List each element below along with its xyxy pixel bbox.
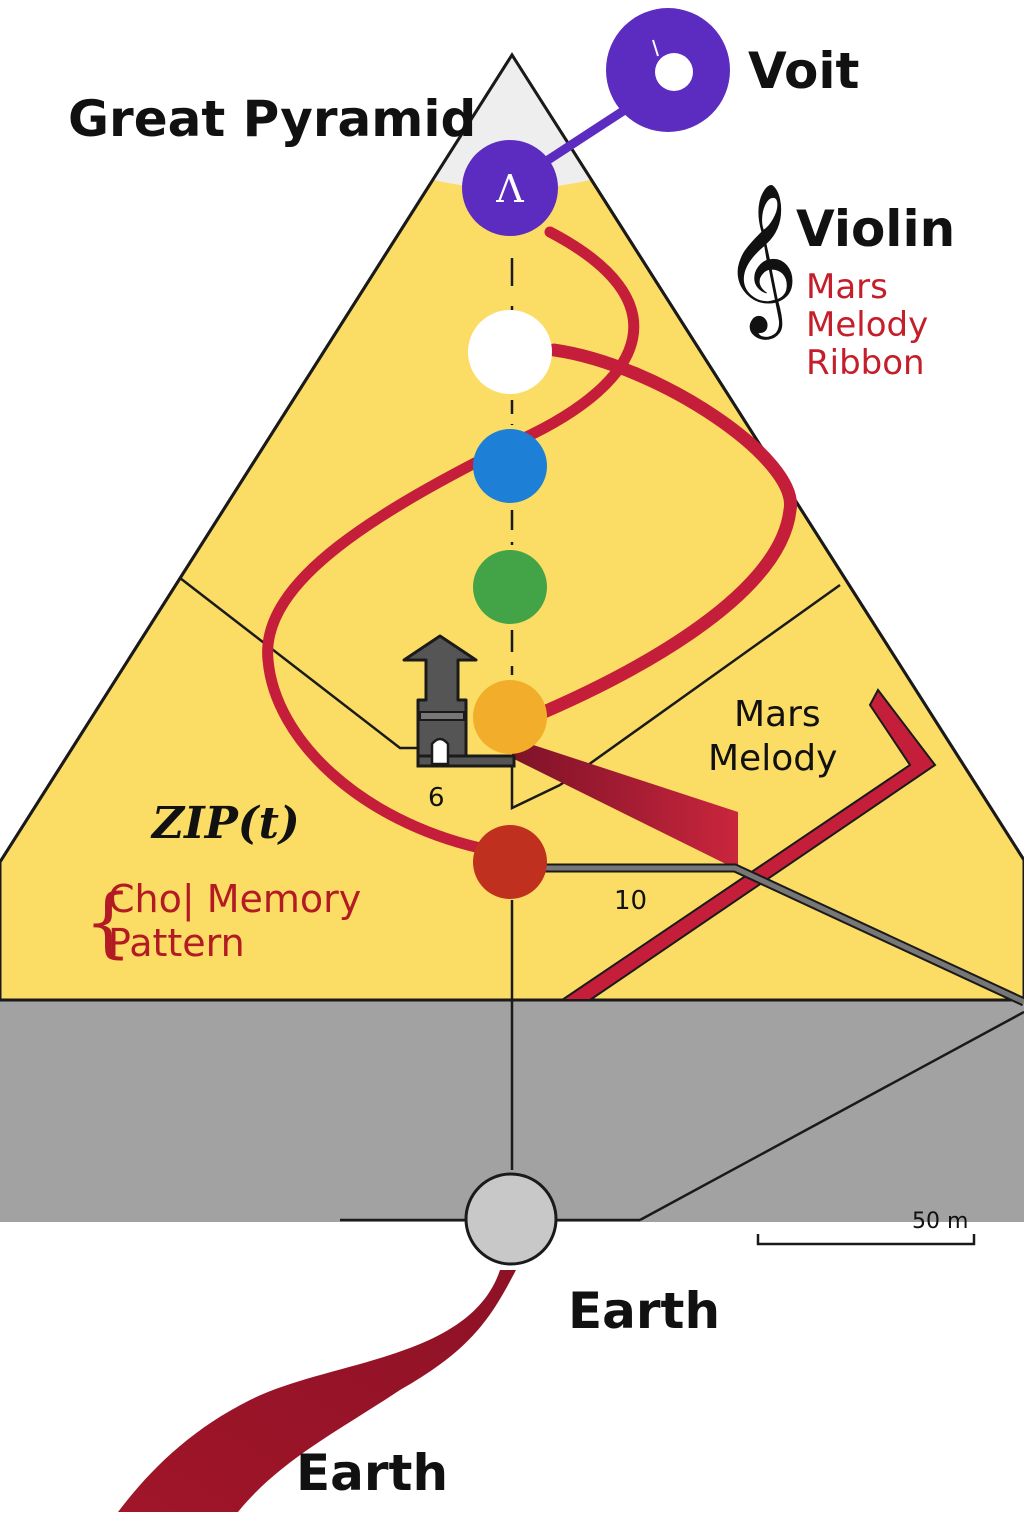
scale-label: 50 m: [912, 1209, 968, 1234]
earth-label-upper: Earth: [568, 1282, 720, 1340]
memory-brace: {: [84, 877, 132, 966]
memory-label-1: Cho| Memory: [108, 877, 361, 922]
voit-label: Voit: [748, 42, 859, 100]
treble-clef-icon: 𝄞: [722, 181, 799, 340]
mars-ribbon-label-2: Melody: [806, 305, 928, 345]
memory-label-2: Pattern: [108, 921, 245, 965]
chamber-number-6: 6: [428, 783, 445, 813]
scale-bar: [756, 1234, 976, 1246]
red-node: [473, 825, 547, 899]
pyramid-outline-top: [0, 52, 1024, 863]
apex-glyph: Λ: [495, 167, 524, 211]
voit-node: [606, 8, 730, 132]
earth-label-lower: Earth: [296, 1444, 448, 1502]
grey-rail: [540, 863, 1024, 1007]
mars-melody-ribbon: [262, 226, 797, 854]
violin-label: Violin: [796, 200, 955, 258]
mars-ribbon-label-1: Mars: [806, 267, 888, 307]
passage-shaft-upper: [512, 738, 738, 870]
mars-ribbon-label-3: Ribbon: [806, 343, 925, 383]
apex-node: Λ: [462, 140, 558, 236]
tower-icon: [402, 634, 516, 768]
earth-node: [464, 1172, 558, 1266]
passage-shaft-right: [558, 688, 937, 1001]
mars-melody-label-2: Melody: [708, 738, 837, 779]
green-node: [473, 550, 547, 624]
title: Great Pyramid: [68, 90, 476, 148]
zip-label: ZIP(t): [150, 798, 300, 849]
orange-node: [473, 680, 547, 754]
chamber-number-10: 10: [614, 886, 647, 916]
earth-ribbon: [118, 1270, 516, 1512]
blue-node: [473, 429, 547, 503]
mars-melody-label-1: Mars: [734, 694, 821, 735]
white-node: [468, 310, 552, 394]
